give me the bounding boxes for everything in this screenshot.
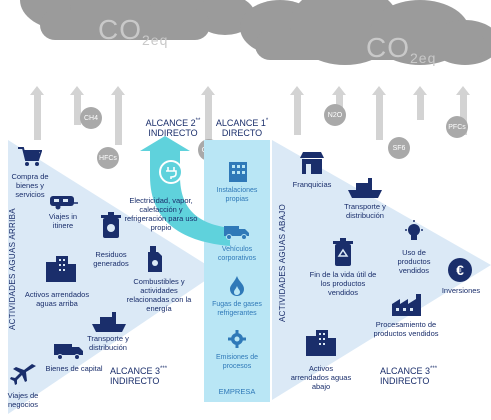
upstream-fuel-energy: Combustibles y actividades relacionadas … [126,277,192,313]
scope3-right-title: ALCANCE 3***INDIRECTO [380,366,438,386]
upstream-waste: Residuos generados [93,250,129,268]
gas-ch4: CH4 [80,107,102,129]
upstream-business-travel: Viajes de negocios [7,391,39,409]
gear-icon [228,330,246,348]
building-icon [229,162,247,182]
apartments-icon [46,256,76,282]
airplane-icon [10,364,36,386]
downstream-franchises: Franquicias [292,180,332,189]
apartments-icon-downstream [306,330,336,356]
upstream-title: ACTIVIDADES AGUAS ARRIBA [8,208,17,330]
ship-icon [92,312,126,332]
co2-label-right: CO2eq [366,32,437,66]
fuel-can-icon [148,246,162,272]
factory-icon [392,294,421,316]
cart-icon [18,147,42,166]
gas-n2o: N2O [324,104,346,126]
center-item-refrigerant-leaks: Fugas de gases refrigerantes [212,301,262,317]
center-item-vehicles: Vehículos corporativos [217,246,257,262]
upstream-transport: Transporte y distribución [87,334,129,352]
downstream-transport: Transporte y distribución [344,202,386,220]
company-column [204,140,270,402]
center-item-process-emissions: Emisiones de procesos [215,354,259,370]
gas-sf6: SF6 [388,137,410,159]
upstream-commuting: Viajes in itinere [48,212,78,230]
truck-icon [224,226,249,240]
truck-icon-upstream [54,344,83,360]
downstream-product-use: Uso de productos vendidos [397,248,431,275]
scope3-left-title: ALCANCE 3***INDIRECTO [110,366,168,386]
gas-hfcs: HFCs [97,147,119,169]
recycle-bin-icon [333,238,353,266]
co2-label-left: CO2eq [98,14,169,48]
company-footer: EMPRESA [218,387,256,396]
scope1-title: ALCANCE 1*DIRECTO [215,118,269,138]
investment-icon: € [448,258,472,282]
scope2-description: Electricidad, vapor, calefacción y refri… [124,196,198,232]
waste-icon [101,212,121,238]
svg-text:€: € [456,262,464,278]
downstream-processing: Procesamiento de productos vendidos [373,320,439,338]
store-icon [300,152,324,174]
plug-icon [159,160,183,184]
downstream-leased-assets: Activos arrendados aguas abajo [290,364,352,391]
upstream-purchased-goods: Compra de bienes y servicios [11,172,49,199]
downstream-title: ACTIVIDADES AGUAS ABAJO [278,203,287,322]
downstream-end-of-life: Fin de la vida útil de los productos ven… [309,270,377,297]
upstream-leased-assets: Activos arrendados aguas arriba [24,290,90,308]
lightbulb-icon [405,220,423,240]
center-item-facilities: Instalaciones propias [216,187,258,203]
caravan-icon [50,196,78,210]
ship-icon-downstream [348,178,382,198]
flame-icon [230,276,244,296]
upstream-capital-goods: Bienes de capital [45,364,103,373]
gas-pfcs: PFCs [446,116,468,138]
scope2-title: ALCANCE 2**INDIRECTO [145,118,201,138]
downstream-investments: Inversiones [441,286,481,295]
